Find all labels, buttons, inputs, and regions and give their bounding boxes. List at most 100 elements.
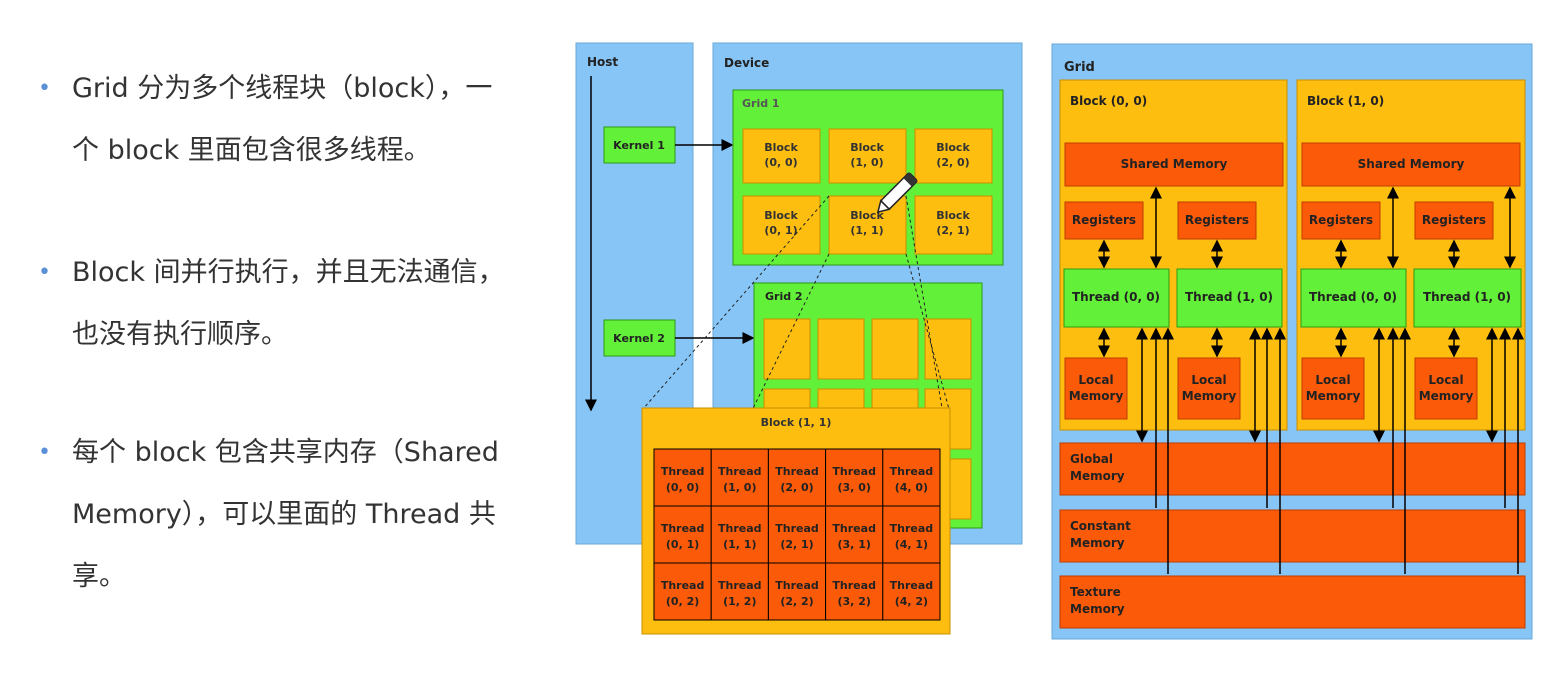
local-label: Memory [1182, 389, 1237, 403]
thread-cell: Thread (3, 1) [825, 505, 884, 564]
thread-word: Thread [775, 579, 819, 592]
grid2-label: Grid 2 [765, 290, 803, 303]
block-coord: (1, 0) [850, 156, 883, 169]
thread-coord: (2, 2) [780, 595, 813, 608]
thread-coord: (4, 2) [895, 595, 928, 608]
device-label: Device [724, 56, 769, 70]
block-2-1: Block (2, 1) [914, 195, 993, 255]
thread-coord: (0, 1) [666, 538, 699, 551]
shared-memory-left [1064, 142, 1284, 187]
block-word: Block [764, 209, 798, 222]
thread-coord: (3, 2) [838, 595, 871, 608]
block-right-label: Block (1, 0) [1307, 94, 1384, 108]
block-0-1: Block (0, 1) [742, 195, 821, 255]
thread-word: Thread [718, 579, 762, 592]
registers-label: Registers [1185, 213, 1249, 227]
thread-word: Thread [890, 579, 934, 592]
block-coord: (2, 1) [936, 224, 969, 237]
thread-cell: Thread(0, 2) [653, 562, 712, 621]
thread-cell: Thread (2, 0) [767, 448, 827, 507]
block-word: Block [850, 141, 884, 154]
local-label: Memory [1069, 389, 1124, 403]
local-label: Local [1078, 373, 1113, 387]
texture-memory [1059, 575, 1526, 629]
registers-row [1064, 201, 1494, 240]
thread-word: Thread [832, 579, 876, 592]
thread-cell: Thread (4, 2) [882, 562, 941, 621]
thread-cell: Thread (0, 1) [653, 505, 712, 564]
block-2-0: Block (2, 0) [914, 128, 993, 184]
thread-label: Thread (0, 0) [1309, 290, 1397, 304]
thread-word: Thread [832, 522, 876, 535]
thread-word: Thread [775, 465, 819, 478]
bullet-text: Block 间并行执行，并且无法通信，也没有执行顺序。 [72, 257, 505, 350]
local-label: Local [1191, 373, 1226, 387]
block-1-0: Block (1, 0) [828, 128, 907, 184]
global-memory [1059, 442, 1526, 496]
thread-coord: (4, 0) [895, 481, 928, 494]
global-label: Memory [1070, 469, 1125, 483]
registers-label: Registers [1309, 213, 1373, 227]
block-coord: (2, 0) [936, 156, 969, 169]
block-word: Block [764, 141, 798, 154]
kernel2-box [603, 319, 676, 357]
bullet-item: • Grid 分为多个线程块（block），一个 block 里面包含很多线程。 [36, 58, 506, 182]
constant-label: Memory [1070, 536, 1125, 550]
thread-cell: Thread(0, 0) [653, 448, 712, 507]
thread-cell: Thread (4, 0) [882, 448, 941, 507]
thread-coord: (1, 2) [723, 595, 756, 608]
thread-cell: Thread(3, 0) [825, 448, 884, 507]
registers-label: Registers [1422, 213, 1486, 227]
zoom-block-label: Block (1, 1) [761, 416, 832, 429]
thread-word: Thread [661, 522, 705, 535]
bullet-text: 每个 block 包含共享内存（Shared Memory），可以里面的 Thr… [72, 437, 499, 592]
bullet-dot-icon: • [38, 440, 51, 465]
thread-cell: Thread (2, 2) [767, 562, 827, 621]
memory-arrows [1098, 186, 1524, 574]
pen-cursor-icon [876, 172, 918, 214]
thread-coord: (0, 2) [666, 595, 699, 608]
constant-memory [1059, 509, 1526, 563]
block-0-0: Block (0, 0) [742, 128, 821, 184]
thread-cell: Thread (2, 1) [767, 505, 827, 564]
grid-label: Grid [1064, 60, 1095, 75]
shared-memory-right [1301, 142, 1521, 187]
texture-label: Memory [1070, 602, 1125, 616]
kernel2-label: Kernel 2 [613, 332, 665, 345]
thread-word: Thread [718, 522, 762, 535]
thread-word: Thread [718, 465, 762, 478]
block-coord: (0, 1) [764, 224, 797, 237]
texture-label: Texture [1070, 585, 1121, 599]
grid1-label: Grid 1 [742, 97, 780, 110]
host-label: Host [587, 55, 618, 69]
shared-memory-label: Shared Memory [1358, 157, 1465, 171]
thread-word: Thread [890, 465, 934, 478]
thread-coord: (1, 0) [723, 481, 756, 494]
bullet-item: • Block 间并行执行，并且无法通信，也没有执行顺序。 [36, 242, 506, 366]
block-word: Block [936, 141, 970, 154]
thread-coord: (2, 0) [780, 481, 813, 494]
thread-word: Thread [775, 522, 819, 535]
thread-label: Thread (1, 0) [1423, 290, 1511, 304]
local-label: Local [1428, 373, 1463, 387]
thread-coord: (3, 1) [838, 538, 871, 551]
thread-cell: Thread(4, 1) [882, 505, 941, 564]
thread-coord: (2, 1) [780, 538, 813, 551]
block-coord: (0, 0) [764, 156, 797, 169]
local-label: Memory [1419, 389, 1474, 403]
block-coord: (1, 1) [850, 224, 883, 237]
thread-coord: (1, 1) [723, 538, 756, 551]
thread-cell: Thread (1, 1) [710, 505, 769, 564]
global-label: Global [1070, 452, 1113, 466]
thread-label: Thread (1, 0) [1185, 290, 1273, 304]
thread-cell: Thread (1, 0) [710, 448, 769, 507]
bullet-item: • 每个 block 包含共享内存（Shared Memory），可以里面的 T… [36, 422, 506, 608]
bullet-text: Grid 分为多个线程块（block），一个 block 里面包含很多线程。 [72, 73, 493, 166]
kernel1-box [603, 126, 676, 164]
constant-label: Constant [1070, 519, 1131, 533]
block-word: Block [936, 209, 970, 222]
thread-word: Thread [832, 465, 876, 478]
bullet-list: • Grid 分为多个线程块（block），一个 block 里面包含很多线程。… [36, 58, 506, 608]
shared-memory-label: Shared Memory [1121, 157, 1228, 171]
